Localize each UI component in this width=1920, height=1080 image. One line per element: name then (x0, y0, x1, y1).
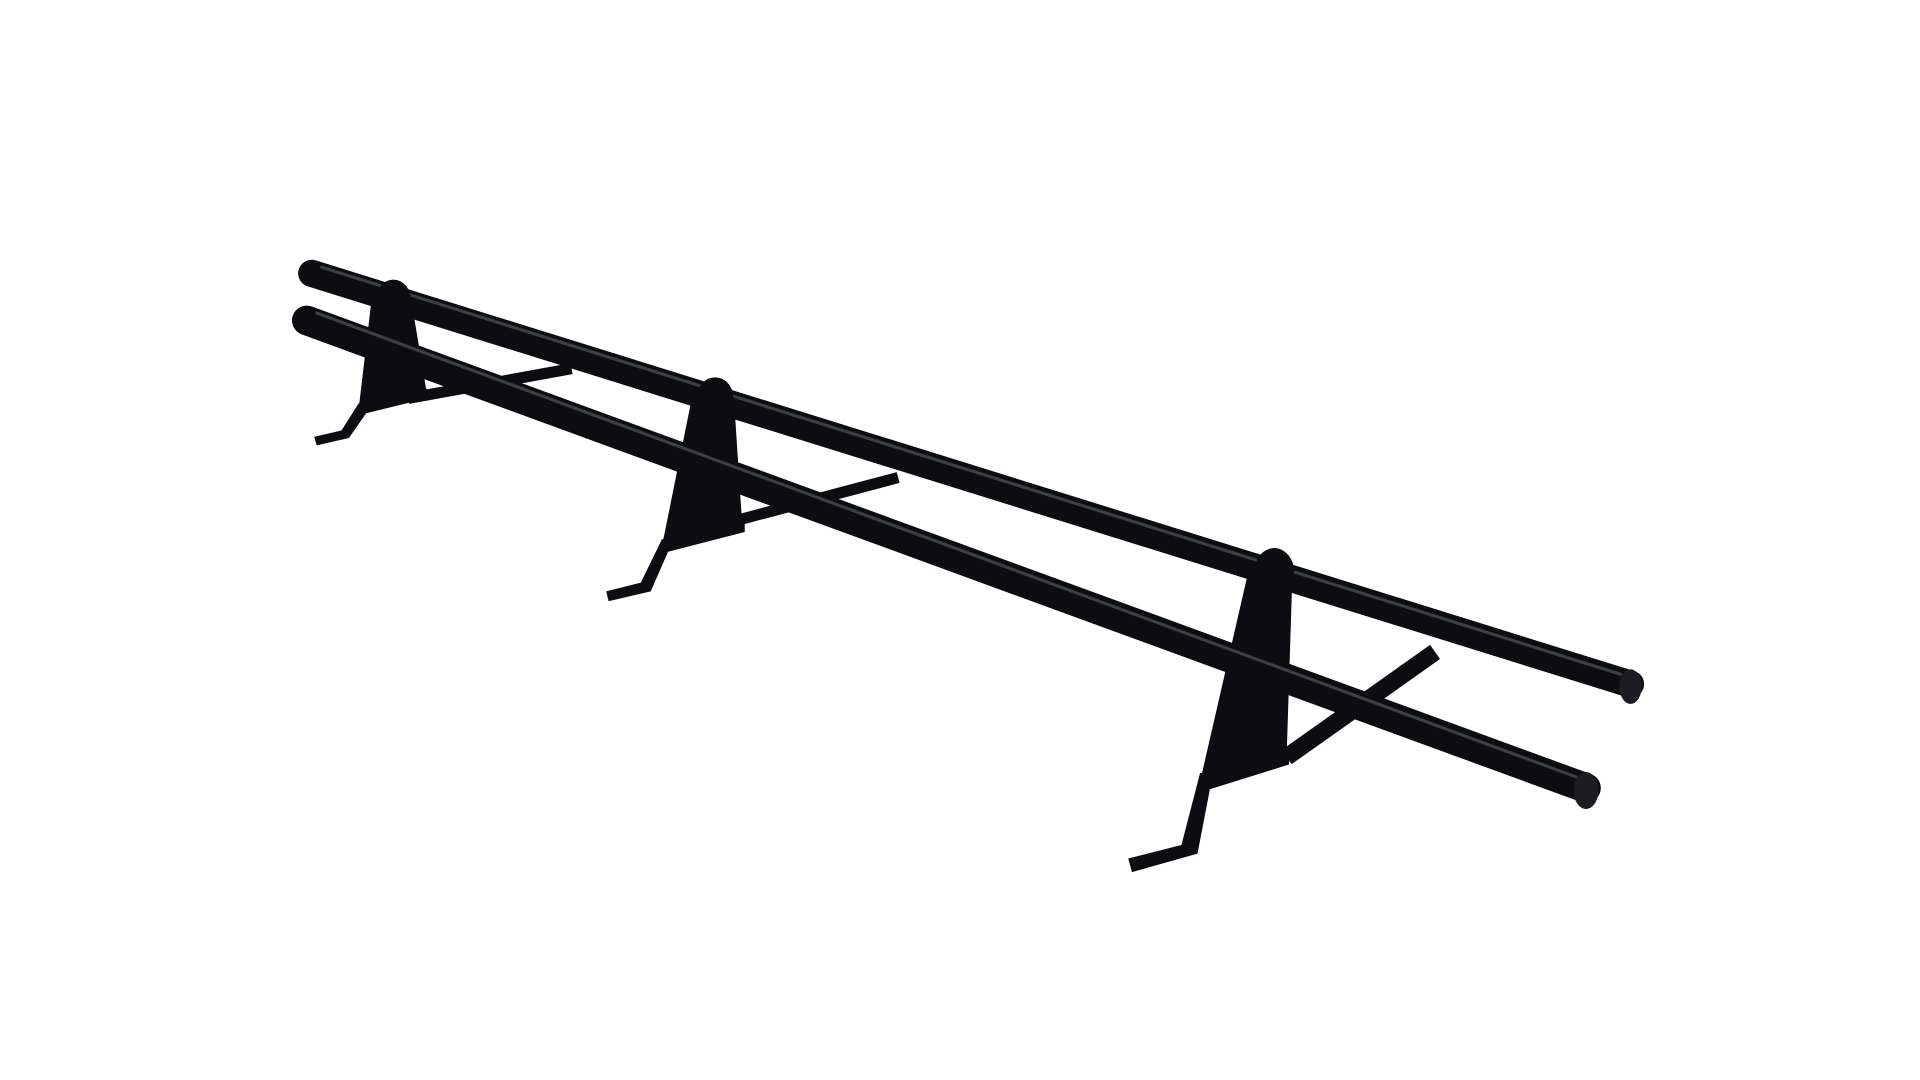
upper-tube-highlight (320, 265, 1623, 676)
bracket-foot (1128, 748, 1290, 873)
collar (696, 377, 734, 420)
lower-tube-end (1573, 771, 1599, 810)
lower-tube (291, 305, 1601, 803)
bracket-foot (314, 388, 427, 446)
tubes (291, 259, 1645, 803)
collar (376, 279, 411, 320)
bracket-foot (606, 519, 745, 602)
bracket-collars (376, 279, 1295, 596)
upper-tube-end (1619, 669, 1642, 704)
collar (1254, 548, 1295, 596)
lower-tube-highlight (315, 311, 1578, 779)
upper-tube (298, 259, 1645, 698)
